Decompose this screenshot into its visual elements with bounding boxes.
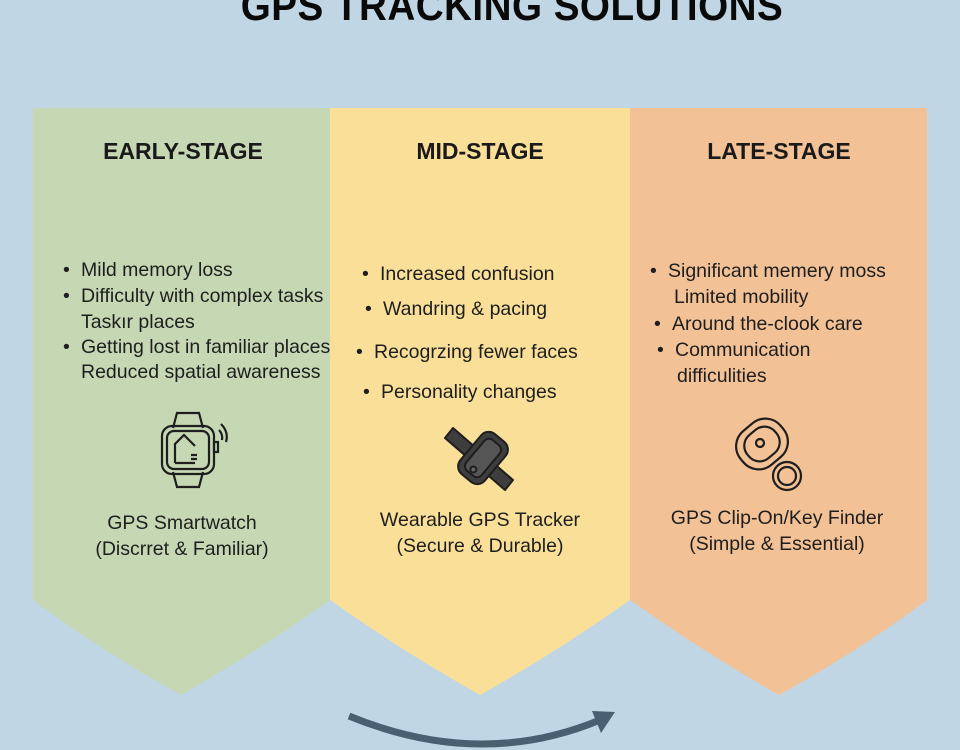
late-stage-heading: LATE-STAGE [707, 138, 851, 164]
wearable-tracker-icon [444, 427, 514, 491]
device-note: (Secure & Durable) [396, 535, 564, 557]
symptom-item: Taskır places [81, 311, 195, 333]
progression-arrow [347, 712, 602, 748]
device-note: (Simple & Essential) [689, 533, 865, 555]
device-name: GPS Clip-On/Key Finder [670, 507, 884, 529]
device-name: GPS Smartwatch [107, 512, 257, 534]
symptom-item: difficulities [677, 365, 767, 387]
device-note: (Discrret & Familiar) [95, 538, 269, 560]
late-stage-panel [630, 108, 927, 695]
symptom-item: •Mild memory loss [63, 259, 233, 281]
mid-stage-heading: MID-STAGE [416, 138, 544, 164]
page-title: GPS TRACKING SOLUTIONS [240, 0, 784, 29]
symptom-item: Reduced spatial awareness [81, 361, 321, 383]
arrow-head-icon [592, 711, 615, 733]
symptom-item: •Wandring & pacing [365, 298, 548, 320]
symptom-item: •Recogrzing fewer faces [356, 341, 578, 363]
symptom-item: •Difficulty with complex tasks [63, 285, 324, 307]
smartwatch-icon [160, 411, 228, 489]
mid-stage-panel [330, 108, 630, 695]
symptom-item: •Getting lost in familiar places [63, 336, 331, 358]
symptom-item: •Significant memery moss [650, 260, 886, 282]
device-name: Wearable GPS Tracker [379, 509, 581, 531]
symptom-item: •Around the-clook care [654, 313, 863, 335]
symptom-item: •Personality changes [363, 381, 557, 403]
early-stage-panel [33, 108, 330, 695]
key-finder-icon [735, 417, 803, 492]
early-stage-heading: EARLY-STAGE [103, 138, 263, 164]
symptom-item: •Increased confusion [362, 263, 555, 285]
symptom-item: •Communication [657, 339, 811, 361]
symptom-item: Limited mobility [674, 286, 809, 308]
